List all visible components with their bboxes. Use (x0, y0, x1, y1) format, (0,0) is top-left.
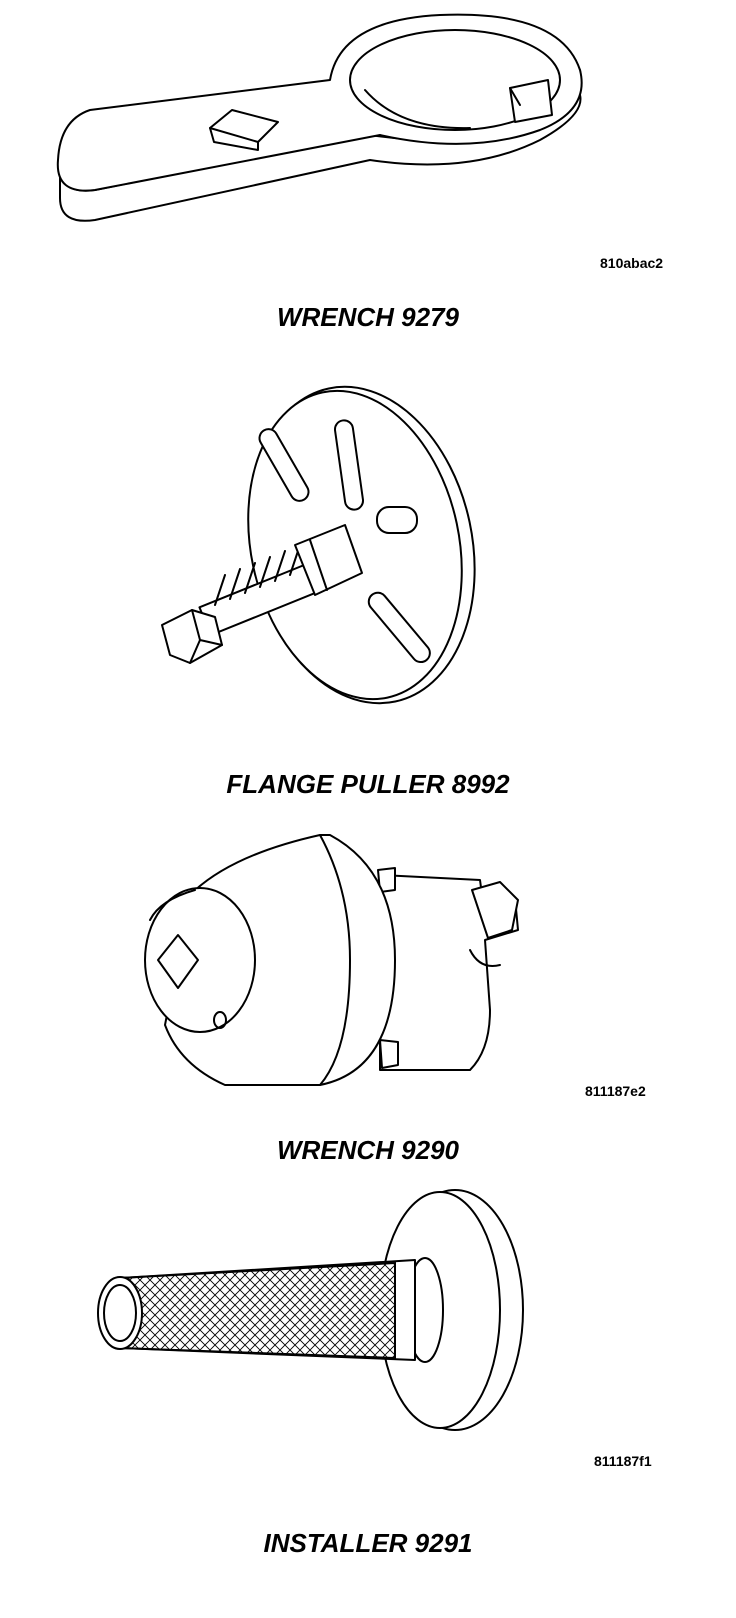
installer-9291-illustration (97, 1189, 524, 1431)
wrench-9279-illustration (56, 13, 583, 222)
tool-caption: WRENCH 9290 (276, 1135, 460, 1165)
flange-puller-8992-illustration (161, 385, 476, 705)
tool-wrench-9279: 810abac2 WRENCH 9279 (0, 0, 736, 345)
figure-id: 811187e2 (585, 1083, 646, 1099)
tool-caption: FLANGE PULLER 8992 (226, 769, 510, 799)
figure-id: 810abac2 (600, 255, 664, 271)
tool-flange-puller-8992: FLANGE PULLER 8992 (0, 345, 736, 810)
tool-caption: INSTALLER 9291 (263, 1528, 473, 1558)
figure-id: 811187f1 (594, 1453, 652, 1469)
tool-installer-9291: 811187f1 INSTALLER 9291 (0, 1170, 736, 1618)
tool-caption: WRENCH 9279 (276, 302, 460, 332)
wrench-9290-illustration (144, 834, 519, 1086)
tool-wrench-9290: 811187e2 WRENCH 9290 (0, 810, 736, 1170)
